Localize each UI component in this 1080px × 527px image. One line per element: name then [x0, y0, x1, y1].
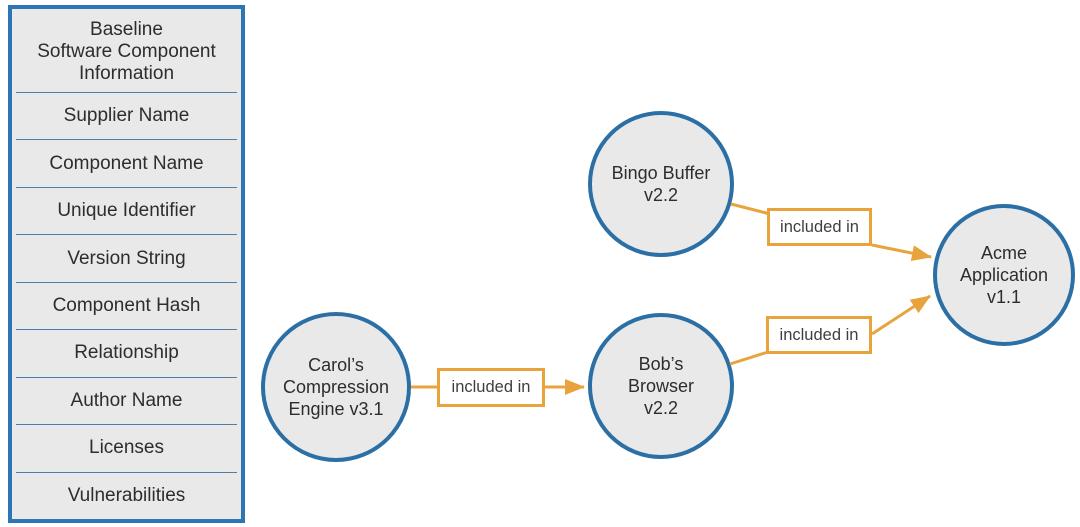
- node-label-line: Bob’s: [638, 354, 684, 374]
- baseline-info-table: Baseline Software Component Information …: [8, 5, 245, 523]
- table-row: Vulnerabilities: [16, 471, 237, 519]
- node-label-line: Carol’s: [308, 355, 364, 375]
- node-bingo-buffer: Bingo Buffer v2.2: [588, 111, 734, 257]
- node-label-line: v2.2: [643, 185, 679, 205]
- node-label-line: Browser: [627, 376, 694, 396]
- node-label-line: Bingo Buffer: [611, 163, 711, 183]
- table-title-line: Baseline: [90, 18, 163, 40]
- edge-label-text: included in: [780, 217, 859, 236]
- edge-line-bingo-to-label: [730, 202, 771, 216]
- edge-line-bob-to-label: [729, 350, 769, 366]
- node-bobs-browser: Bob’s Browser v2.2: [588, 313, 734, 459]
- edge-label-text: included in: [451, 378, 531, 396]
- edge-label-included-in: included in: [766, 316, 872, 354]
- table-title: Baseline Software Component Information: [12, 9, 241, 92]
- table-row: Unique Identifier: [16, 186, 237, 234]
- edge-line-label-to-acme-bottom: [871, 294, 931, 336]
- node-label-line: v2.2: [643, 398, 679, 418]
- edge-label-included-in: included in: [767, 208, 872, 246]
- table-row: Supplier Name: [16, 92, 237, 139]
- edge-label-included-in: included in: [437, 368, 545, 407]
- table-rows: Supplier Name Component Name Unique Iden…: [12, 92, 241, 519]
- node-label-line: v1.1: [986, 287, 1022, 307]
- node-label-line: Engine v3.1: [288, 399, 384, 419]
- edge-label-text: included in: [779, 325, 859, 344]
- table-row: Relationship: [16, 329, 237, 376]
- node-label-line: Acme: [980, 243, 1027, 263]
- table-row: Version String: [16, 234, 237, 281]
- edge-line-label-to-acme-top: [871, 243, 932, 262]
- table-row: Component Hash: [16, 281, 237, 329]
- table-row: Licenses: [16, 424, 237, 471]
- node-carols-compression-engine: Carol’s Compression Engine v3.1: [261, 312, 411, 462]
- table-title-line: Software Component: [37, 40, 216, 62]
- table-title-line: Information: [78, 62, 175, 84]
- table-row: Component Name: [16, 139, 237, 186]
- node-acme-application: Acme Application v1.1: [933, 204, 1075, 346]
- node-label-line: Compression: [282, 377, 390, 397]
- node-label-line: Application: [959, 265, 1049, 285]
- table-row: Author Name: [16, 376, 237, 424]
